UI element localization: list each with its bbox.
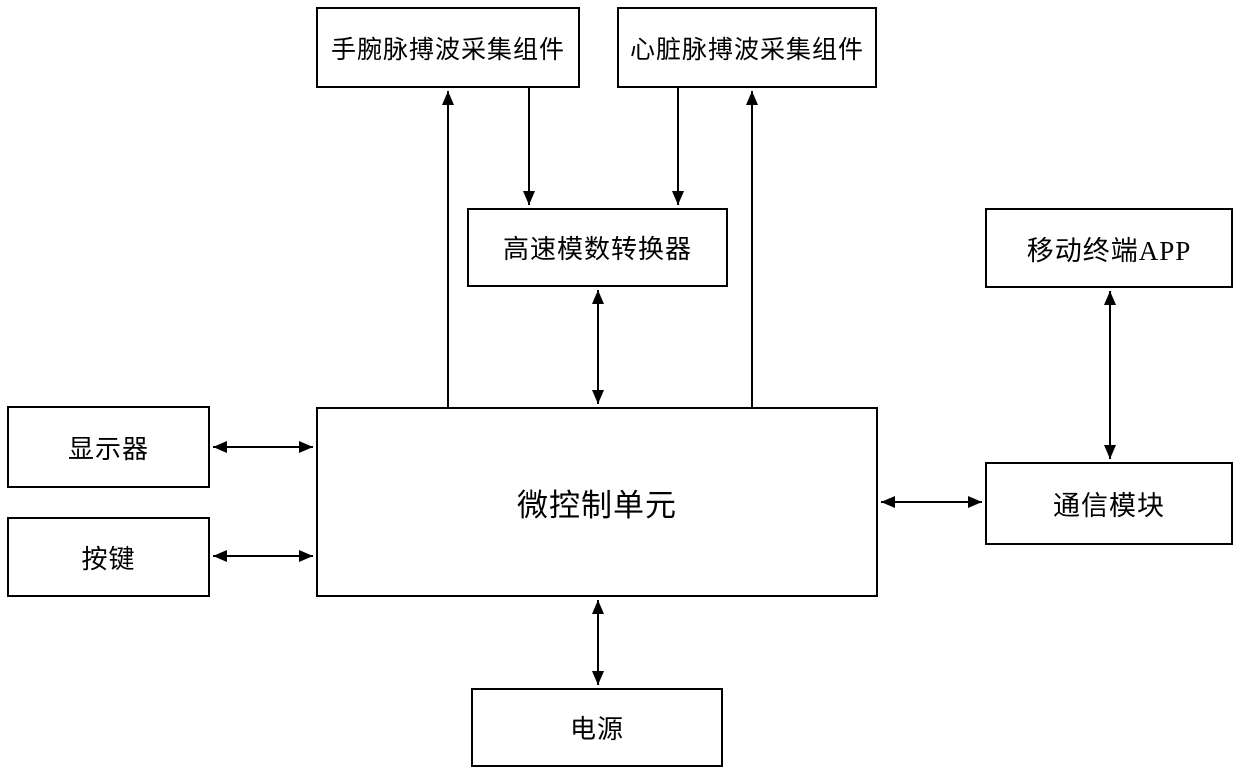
box-display: 显示器	[7, 406, 210, 488]
box-label-power: 电源	[569, 715, 624, 744]
box-label-keys: 按键	[81, 544, 136, 574]
box-label-adc: 高速模数转换器	[502, 235, 692, 264]
box-label-comm-module: 通信模块	[1053, 491, 1165, 521]
box-mcu: 微控制单元	[316, 407, 878, 597]
box-label-display: 显示器	[67, 434, 149, 464]
box-adc: 高速模数转换器	[467, 208, 728, 287]
box-keys: 按键	[7, 517, 210, 597]
box-wrist-pulse-collector: 手腕脉搏波采集组件	[316, 7, 580, 88]
box-mobile-app: 移动终端APP	[985, 208, 1233, 288]
box-heart-pulse-collector: 心脏脉搏波采集组件	[617, 7, 877, 88]
box-label-wrist-pulse-collector: 手腕脉搏波采集组件	[330, 36, 565, 64]
box-label-heart-pulse-collector: 心脏脉搏波采集组件	[629, 36, 864, 64]
box-comm-module: 通信模块	[985, 462, 1233, 545]
box-label-mobile-app: 移动终端APP	[1026, 235, 1192, 266]
box-power: 电源	[471, 688, 723, 767]
box-label-mcu: 微控制单元	[517, 487, 677, 523]
